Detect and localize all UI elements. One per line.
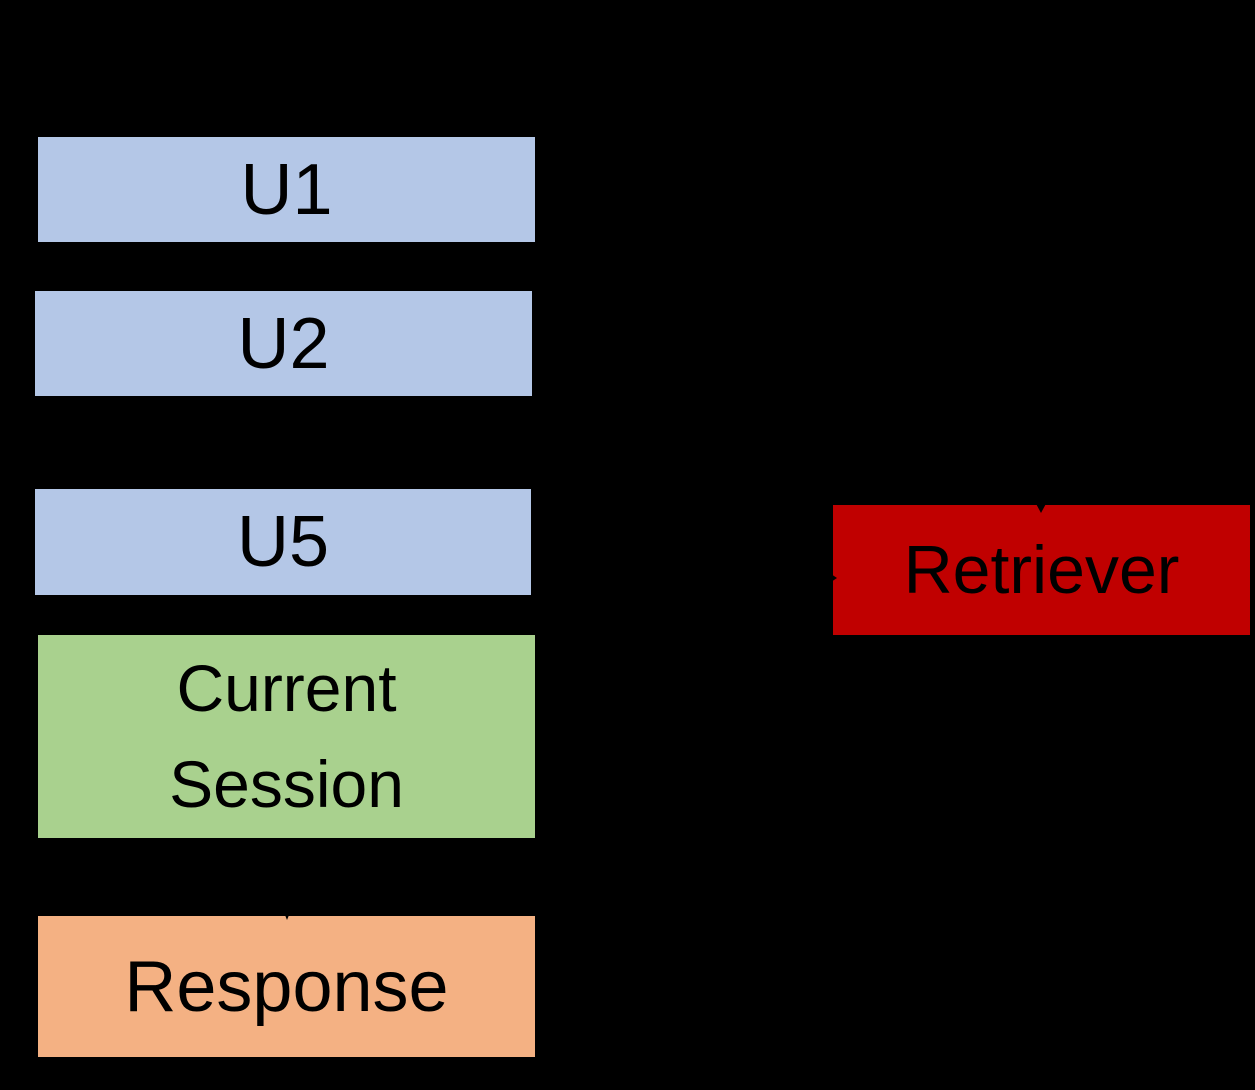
- response-label: Response: [124, 946, 449, 1027]
- response-box: Response: [38, 916, 535, 1057]
- utterance-label-u5: U5: [236, 502, 330, 582]
- utterance-label-u1: U1: [240, 149, 333, 230]
- utterance-label-u2: U2: [237, 303, 330, 384]
- utterance-box-u5: U5: [35, 489, 531, 595]
- utterance-box-u2: U2: [35, 291, 532, 396]
- arrowhead-into-response-top-icon: [283, 910, 291, 920]
- retriever-box: Retriever: [833, 505, 1250, 635]
- utterance-box-u1: U1: [38, 137, 535, 242]
- current-session-box: Current Session: [38, 635, 535, 838]
- retriever-label: Retriever: [903, 532, 1180, 608]
- arrowhead-into-retriever-left-icon: [828, 572, 837, 584]
- current-session-label: Current Session: [169, 650, 404, 821]
